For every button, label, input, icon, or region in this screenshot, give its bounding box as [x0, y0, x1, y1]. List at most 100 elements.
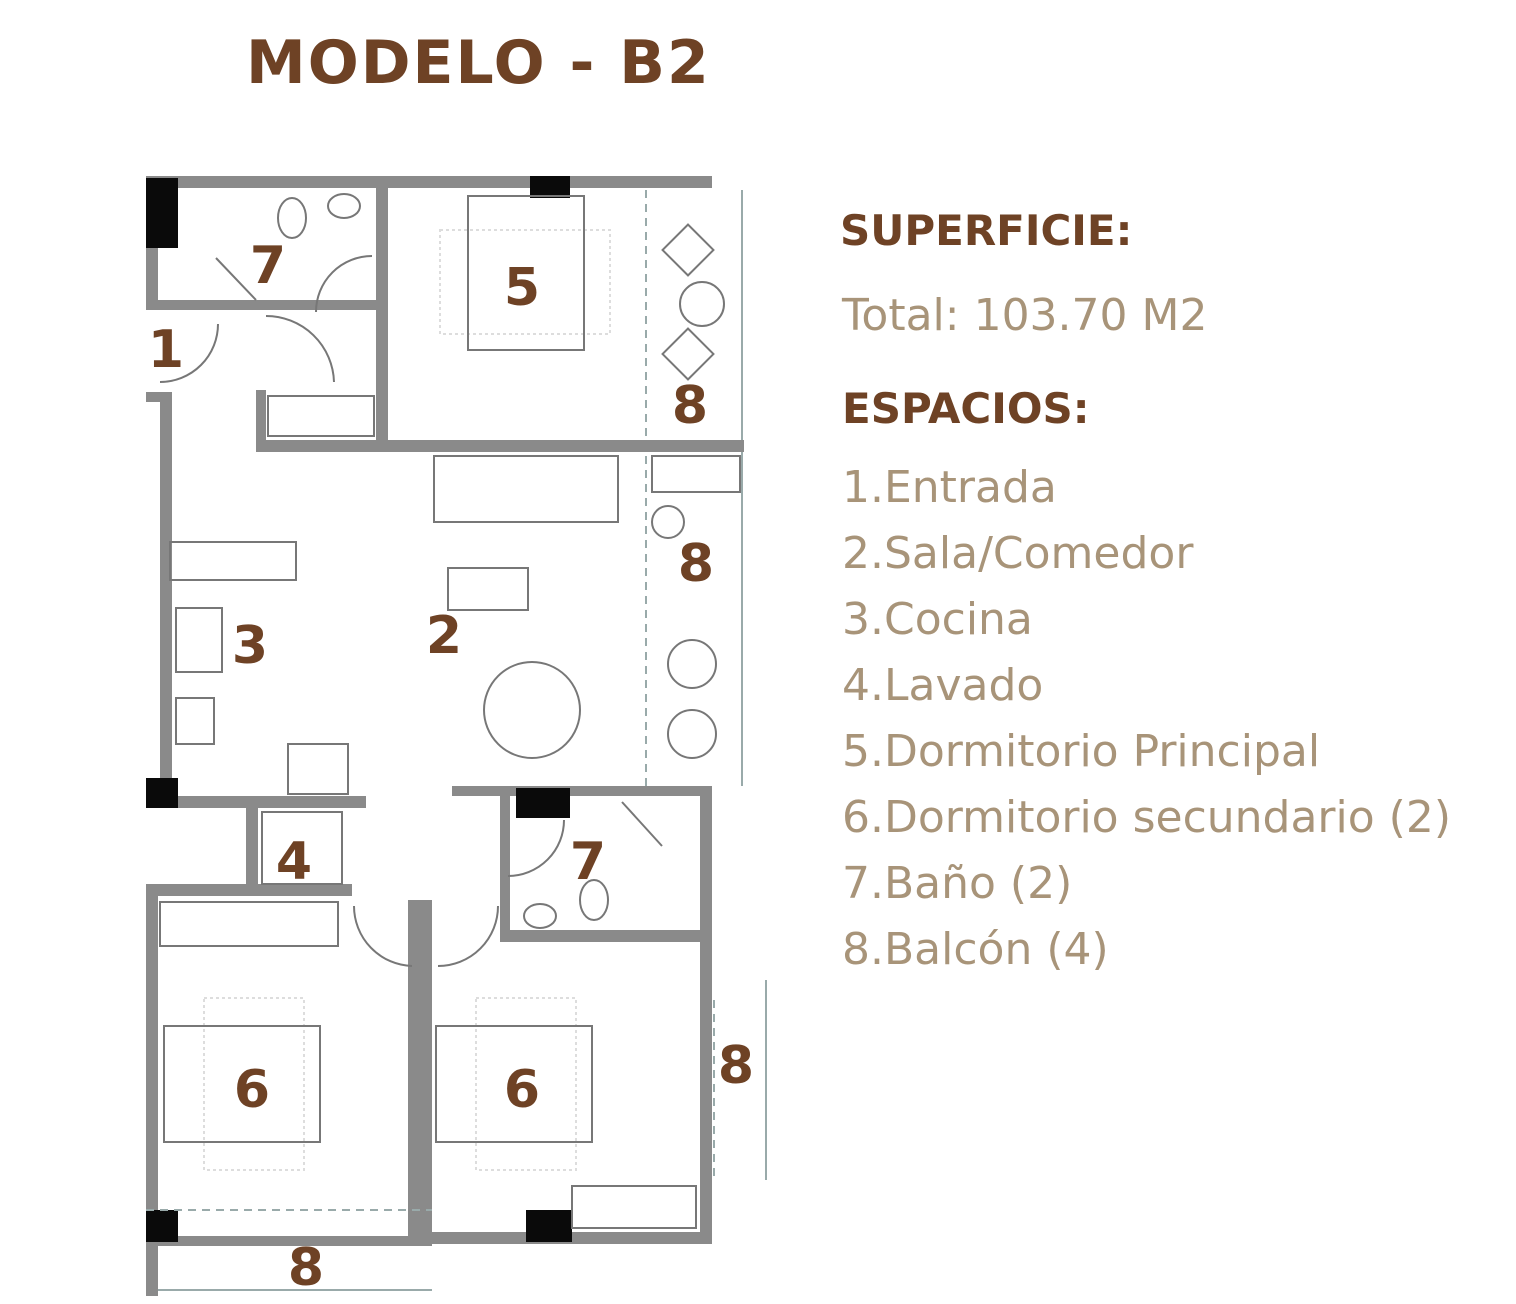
door-leaf: [215, 257, 257, 301]
door-arc: [265, 315, 335, 383]
wall: [420, 900, 432, 1240]
bed: [439, 229, 611, 335]
wall: [146, 300, 386, 310]
balcony-chair: [661, 327, 715, 381]
spaces-list: 1.Entrada 2.Sala/Comedor 3.Cocina 4.Lava…: [842, 462, 1451, 990]
balcony-chair: [667, 639, 717, 689]
wall: [700, 930, 712, 1240]
door-arc: [315, 255, 373, 313]
wall: [256, 440, 744, 452]
espacios-heading: ESPACIOS:: [842, 384, 1090, 433]
room-label-dormitorio-principal: 5: [503, 258, 541, 318]
wall: [452, 786, 712, 796]
item-number: 8.: [842, 924, 884, 975]
closet: [571, 1185, 697, 1229]
wall: [146, 1236, 432, 1246]
wall: [146, 392, 172, 402]
item-label: Entrada: [883, 462, 1057, 513]
sofa: [433, 455, 619, 523]
room-label-dormitorio-secundario-1: 6: [233, 1060, 271, 1120]
room-label-bano-1: 7: [249, 236, 287, 296]
wall: [700, 786, 712, 936]
room-label-dormitorio-secundario-2: 6: [503, 1060, 541, 1120]
floor-plan: [146, 176, 767, 1296]
list-item: 2.Sala/Comedor: [842, 528, 1451, 594]
door-arc: [437, 905, 499, 967]
washbasin: [327, 193, 361, 219]
dining-table: [483, 661, 581, 759]
item-number: 4.: [842, 660, 884, 711]
balcony-chair: [667, 709, 717, 759]
item-number: 2.: [842, 528, 884, 579]
room-label-balcon-4: 8: [287, 1238, 325, 1298]
column: [526, 1210, 572, 1242]
list-item: 3.Cocina: [842, 594, 1451, 660]
stove: [175, 607, 223, 673]
item-label: Cocina: [883, 594, 1033, 645]
balcony-bench: [651, 455, 741, 493]
wall: [146, 176, 712, 188]
column: [516, 788, 570, 818]
bed: [203, 997, 305, 1171]
item-label: Dormitorio Principal: [883, 726, 1321, 777]
counter: [169, 541, 297, 581]
column: [530, 176, 570, 198]
coffee-table: [447, 567, 529, 611]
list-item: 4.Lavado: [842, 660, 1451, 726]
item-number: 3.: [842, 594, 884, 645]
wall: [500, 930, 712, 942]
bed: [467, 195, 585, 351]
sink: [175, 697, 215, 745]
column: [146, 178, 178, 248]
item-number: 1.: [842, 462, 884, 513]
list-item: 1.Entrada: [842, 462, 1451, 528]
door-arc: [353, 905, 413, 967]
room-label-bano-2: 7: [569, 832, 607, 892]
room-label-balcon-3: 8: [717, 1036, 755, 1096]
room-label-balcon-1: 8: [671, 376, 709, 436]
wall: [246, 800, 258, 888]
wall: [376, 176, 388, 442]
superficie-heading: SUPERFICIE:: [840, 206, 1133, 255]
room-label-entrada: 1: [147, 320, 185, 380]
door-arc: [159, 323, 219, 383]
balcony-table: [679, 281, 725, 327]
item-label: Baño (2): [883, 858, 1073, 909]
room-label-cocina: 3: [231, 616, 269, 676]
page-title: MODELO - B2: [246, 28, 711, 98]
wall: [146, 884, 352, 896]
closet: [267, 395, 375, 437]
bed: [475, 997, 577, 1171]
balcony-table: [651, 505, 685, 539]
wall: [256, 390, 266, 450]
column: [146, 778, 178, 808]
item-label: Balcón (4): [883, 924, 1109, 975]
room-label-lavado: 4: [275, 832, 313, 892]
item-number: 5.: [842, 726, 884, 777]
total-area: Total: 103.70 M2: [842, 290, 1208, 341]
item-label: Lavado: [883, 660, 1044, 711]
wall: [160, 400, 172, 800]
list-item: 6.Dormitorio secundario (2): [842, 792, 1451, 858]
item-label: Sala/Comedor: [883, 528, 1194, 579]
bed: [435, 1025, 593, 1143]
list-item: 8.Balcón (4): [842, 924, 1451, 990]
closet: [159, 901, 339, 947]
wall: [146, 896, 158, 1296]
item-number: 6.: [842, 792, 884, 843]
item-number: 7.: [842, 858, 884, 909]
toilet: [277, 197, 307, 239]
column: [146, 1210, 178, 1242]
room-label-balcon-2: 8: [677, 534, 715, 594]
door-arc: [507, 819, 565, 877]
bed: [163, 1025, 321, 1143]
item-label: Dormitorio secundario (2): [883, 792, 1451, 843]
room-label-sala-comedor: 2: [425, 606, 463, 666]
washer: [287, 743, 349, 795]
balcony-chair: [661, 223, 715, 277]
list-item: 7.Baño (2): [842, 858, 1451, 924]
door-leaf: [621, 801, 663, 847]
laundry: [261, 811, 343, 885]
washbasin: [523, 903, 557, 929]
wall: [500, 796, 510, 942]
